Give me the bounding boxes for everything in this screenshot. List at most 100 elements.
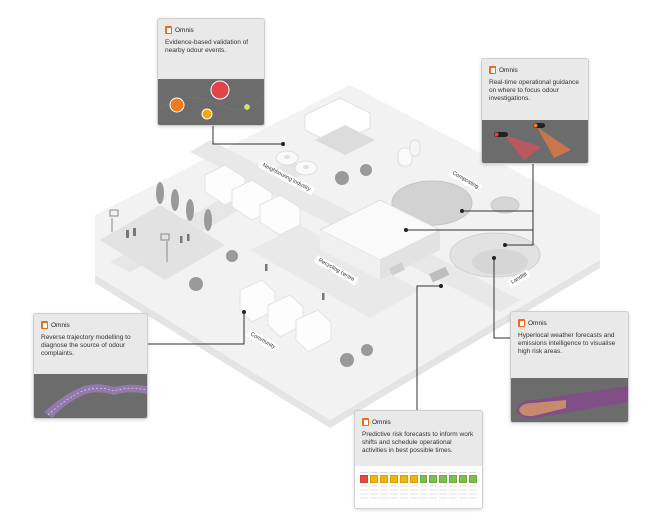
brand: Omnis	[518, 319, 621, 327]
card-guidance[interactable]: Omnis Real-time operational guidance on …	[481, 58, 589, 164]
forecast-detail-cell	[459, 497, 468, 499]
forecast-time-header	[399, 469, 408, 473]
forecast-risk-cell	[399, 475, 408, 483]
forecast-detail-cell	[459, 493, 468, 495]
forecast-detail-cell	[449, 489, 458, 491]
forecast-risk-cell	[360, 475, 368, 483]
forecast-risk-cell	[419, 475, 428, 483]
card-description: Reverse trajectory modelling to diagnose…	[41, 334, 131, 357]
houses-upper	[204, 164, 301, 236]
forecast-risk-cell	[369, 475, 378, 483]
forecast-detail-cell	[369, 489, 378, 491]
forecast-detail-cell	[469, 497, 478, 499]
odour-event-high	[210, 80, 230, 100]
forecast-detail-cell	[399, 497, 408, 499]
brand: Omnis	[41, 321, 140, 329]
odour-event-medium	[169, 97, 185, 113]
forecast-detail-row	[360, 485, 478, 487]
forecast-risk-cell	[409, 475, 418, 483]
forecast-time-header	[409, 469, 418, 473]
forecast-time-header	[419, 469, 428, 473]
forecast-risk-cell	[379, 475, 388, 483]
forecast-time-header	[389, 469, 398, 473]
forecast-detail-cell	[409, 497, 418, 499]
forecast-detail-cell	[360, 489, 368, 491]
forecast-time-header	[429, 469, 438, 473]
brand-name: Omnis	[372, 418, 391, 426]
focus-area-high	[504, 135, 542, 160]
forecast-detail-cell	[360, 485, 368, 487]
connector-trajectory	[147, 312, 245, 345]
silo-2	[409, 139, 421, 157]
card-trajectory[interactable]: Omnis Reverse trajectory modelling to di…	[33, 313, 148, 419]
forecast-detail-cell	[419, 485, 428, 487]
brand: Omnis	[362, 418, 475, 426]
forecast-detail-cell	[379, 493, 388, 495]
people	[126, 228, 325, 300]
forecast-detail-cell	[409, 493, 418, 495]
forecast-risk-cell	[469, 475, 478, 483]
forecast-detail-cell	[439, 489, 448, 491]
omnis-logo-icon	[165, 26, 172, 34]
omnis-logo-icon	[489, 66, 496, 74]
forecast-detail-cell	[439, 485, 448, 487]
omnis-logo-icon	[362, 418, 369, 426]
recycling-building-front	[320, 230, 380, 280]
forecast-detail-cell	[419, 489, 428, 491]
emissions-plume-visual	[511, 378, 628, 422]
forecast-risk-cell	[439, 475, 448, 483]
forecast-detail-cell	[399, 485, 408, 487]
forecast-risk-row	[360, 475, 478, 483]
plume-inner	[519, 400, 566, 417]
forecast-risk-cell	[429, 475, 438, 483]
silo-1	[397, 147, 413, 167]
card-description: Hyperlocal weather forecasts and emissio…	[518, 332, 616, 355]
card-forecast[interactable]: Omnis Predictive risk forecasts to infor…	[354, 410, 483, 509]
card-weather[interactable]: Omnis Hyperlocal weather forecasts and e…	[510, 311, 629, 423]
forecast-risk-cell	[459, 475, 468, 483]
forecast-detail-cell	[469, 489, 478, 491]
industry-tank-2-center	[303, 165, 309, 169]
forecast-detail-cell	[389, 493, 398, 495]
forecast-detail-cell	[449, 493, 458, 495]
forecast-time-header	[369, 469, 378, 473]
forecast-detail-cell	[389, 485, 398, 487]
omnis-logo-icon	[41, 321, 48, 329]
card-validation[interactable]: Omnis Evidence-based validation of nearb…	[157, 18, 265, 126]
forecast-detail-cell	[439, 493, 448, 495]
forecast-detail-cell	[439, 497, 448, 499]
sensor-marker-medium-dot	[533, 123, 538, 128]
composting-dome-small	[490, 196, 520, 214]
trajectory-path	[44, 384, 147, 418]
odour-event-low	[201, 108, 213, 120]
bins	[388, 262, 406, 276]
forecast-detail-cell	[429, 497, 438, 499]
forecast-detail-row	[360, 497, 478, 499]
forecast-detail-cell	[369, 497, 378, 499]
forecast-detail-cell	[449, 485, 458, 487]
forecast-detail-cell	[369, 493, 378, 495]
forecast-detail-cell	[409, 489, 418, 491]
trees	[156, 164, 373, 367]
forecast-detail-row	[360, 493, 478, 495]
forecast-detail-cell	[419, 497, 428, 499]
forecast-detail-cell	[399, 493, 408, 495]
basketball-hoops	[109, 209, 170, 262]
odour-event-minor	[244, 104, 250, 110]
forecast-time-header	[379, 469, 388, 473]
connector-guidance	[505, 162, 534, 246]
forecast-detail-cell	[360, 497, 368, 499]
forecast-header-row	[360, 469, 478, 473]
forecast-detail-cell	[379, 485, 388, 487]
forecast-time-header	[360, 469, 368, 473]
brand-name: Omnis	[499, 66, 518, 74]
focus-area-medium	[537, 127, 571, 158]
brand-name: Omnis	[51, 321, 70, 329]
guidance-visual	[482, 120, 588, 163]
connector-weather	[493, 258, 510, 339]
brand: Omnis	[489, 66, 581, 74]
industry-tank-1-center	[284, 155, 290, 159]
forecast-detail-cell	[389, 489, 398, 491]
forecast-detail-cell	[469, 485, 478, 487]
